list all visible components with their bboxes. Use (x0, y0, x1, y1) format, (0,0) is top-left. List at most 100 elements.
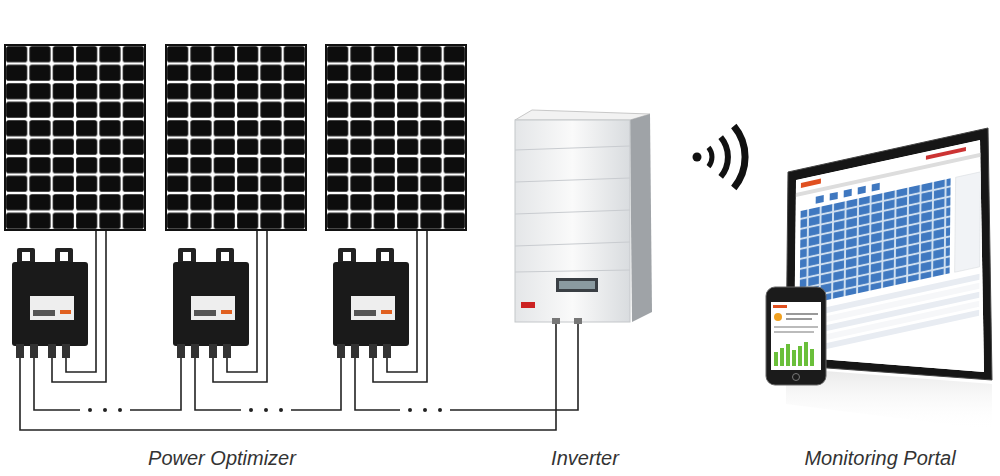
dot (249, 408, 253, 412)
connector (177, 344, 185, 358)
optimizer-body (12, 262, 88, 346)
inverter-display (556, 278, 598, 292)
mount-slot (60, 252, 68, 261)
inverter-logo (521, 302, 535, 308)
dot (118, 408, 122, 412)
barcode (354, 310, 376, 316)
solar-panel (326, 45, 466, 230)
power-optimizer (173, 248, 249, 358)
chart-bar (798, 346, 802, 366)
display-glass (559, 281, 595, 289)
dot (279, 408, 283, 412)
portal-icon (858, 186, 866, 195)
power-optimizer (333, 248, 409, 358)
wiring (20, 230, 578, 430)
connector (351, 344, 359, 358)
string-wire (450, 322, 578, 410)
panel-line (515, 210, 630, 214)
mount-slot (183, 252, 191, 261)
optimizer-sticker (351, 296, 395, 320)
portal-icon (816, 195, 824, 204)
connector (62, 344, 70, 358)
mount-slot (221, 252, 229, 261)
optimizer-sticker (191, 296, 235, 320)
dot (408, 408, 412, 412)
panel-cells (326, 45, 466, 230)
panel-line (515, 242, 630, 246)
phone-body (766, 287, 826, 385)
solar-panel (5, 45, 145, 230)
portal-icon (830, 192, 838, 201)
connector (369, 344, 377, 358)
chart-bar (804, 342, 808, 366)
panel-line (515, 146, 630, 150)
connector (223, 344, 231, 358)
dot (88, 408, 92, 412)
part-label: Power Optimizer (148, 446, 296, 470)
barcode (33, 310, 55, 316)
connector (48, 344, 56, 358)
continuation-dots (88, 408, 442, 412)
connector (30, 344, 38, 358)
panel-cells (166, 45, 306, 230)
optimizer-sticker (30, 296, 74, 320)
inverter (515, 110, 652, 324)
optimizer-body (333, 262, 409, 346)
mount-slot (343, 252, 351, 261)
panel-cells (5, 45, 145, 230)
phone-bar-chart (774, 342, 814, 366)
string-wire (291, 358, 341, 410)
dot (438, 408, 442, 412)
cable-gland (574, 318, 582, 324)
phone-text-line (786, 313, 818, 315)
portal-sidebar (955, 172, 981, 272)
phone-text-line (786, 318, 812, 320)
sticker-logo (221, 310, 232, 314)
connector (383, 344, 391, 358)
connector (209, 344, 217, 358)
signal-arc (734, 126, 745, 188)
optimizer-body (173, 262, 249, 346)
dot (264, 408, 268, 412)
phone-text-line (774, 331, 814, 333)
string-wire (34, 358, 80, 410)
inverter-top (515, 110, 650, 120)
chart-bar (810, 349, 814, 366)
portal-icon (872, 183, 880, 192)
panel-line (515, 178, 630, 182)
barcode (194, 310, 216, 316)
string-wire (130, 358, 181, 410)
sticker-logo (60, 310, 71, 314)
inverter-panel-lines (515, 146, 630, 272)
caption-wrap: Power Optimizer (148, 446, 296, 470)
string-wire (195, 358, 241, 410)
signal-arc (721, 137, 728, 177)
panel-line (515, 270, 630, 272)
sticker-logo (381, 310, 392, 314)
chart-bar (786, 344, 790, 366)
cable-gland (552, 318, 560, 324)
wireless-symbol (693, 126, 746, 188)
home-button (793, 374, 800, 381)
return-wire (20, 322, 556, 430)
chart-bar (780, 348, 784, 366)
caption-wrap: Monitoring Portal (804, 446, 955, 470)
portal-logo (801, 179, 821, 188)
part-label: Monitoring Portal (804, 446, 955, 470)
chart-bar (774, 352, 778, 366)
portal-icon (844, 189, 852, 198)
inverter-side (630, 114, 652, 322)
string-wire (355, 358, 400, 410)
mount-slot (381, 252, 389, 261)
power-optimizer (12, 248, 88, 358)
phone-logo (773, 305, 787, 308)
phone-screen (771, 302, 821, 370)
part-label: Inverter (551, 446, 619, 470)
dot (103, 408, 107, 412)
chart-bar (792, 350, 796, 366)
connector (16, 344, 24, 358)
dot (423, 408, 427, 412)
smartphone (766, 287, 826, 385)
